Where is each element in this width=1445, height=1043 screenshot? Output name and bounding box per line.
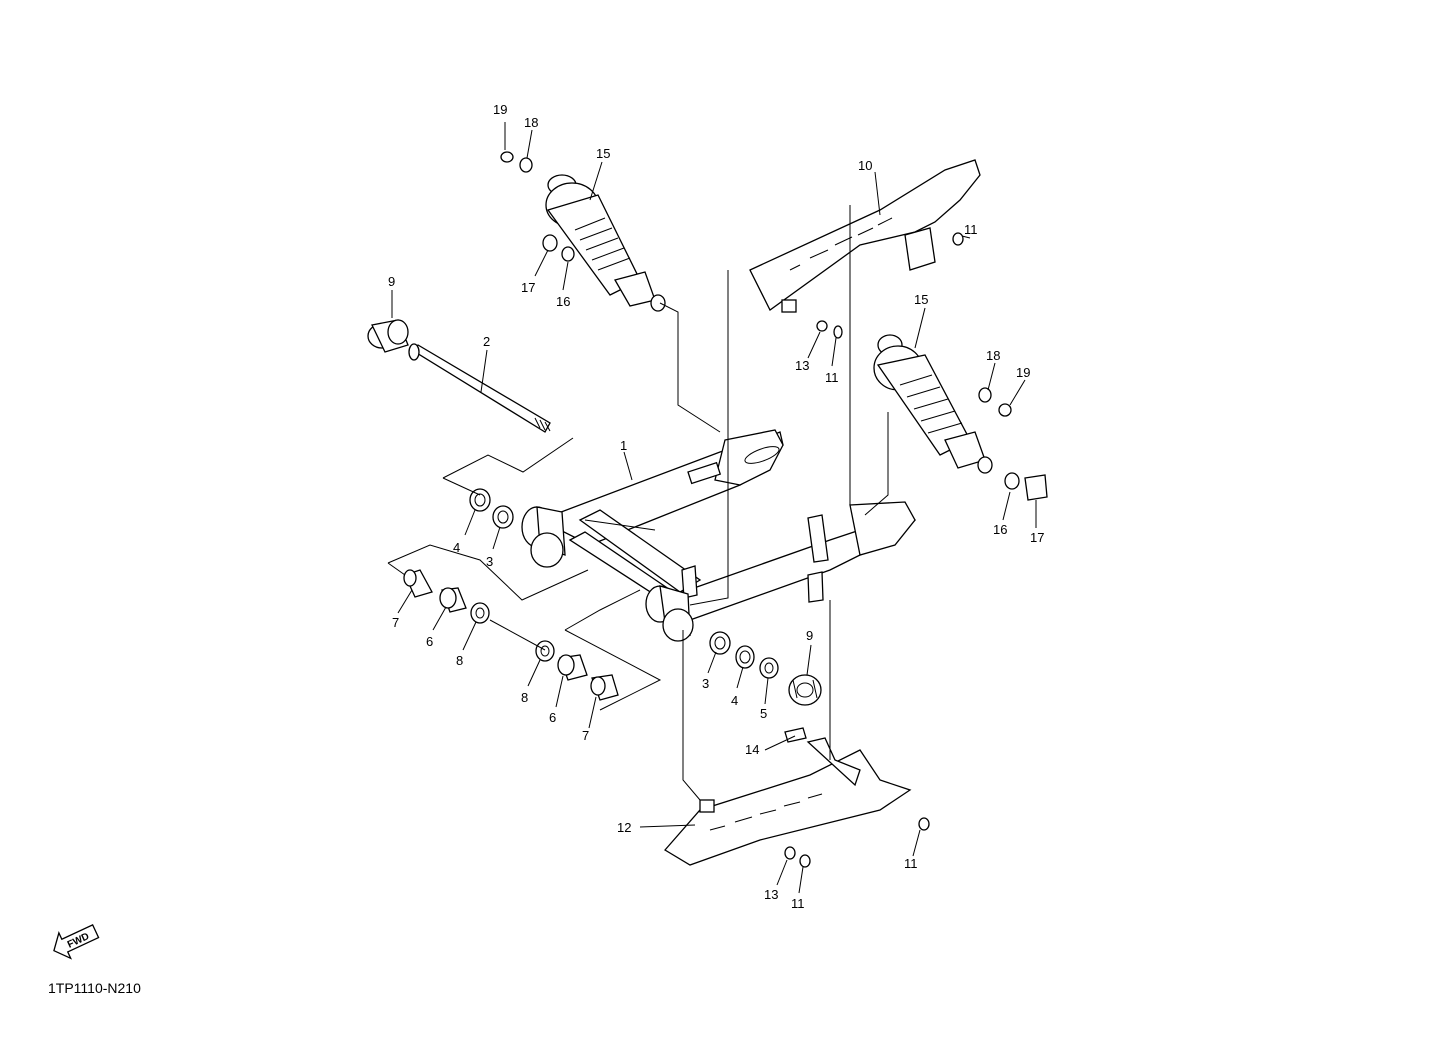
bushing-parts-right [709,631,779,679]
callout-13: 13 [764,887,778,902]
callout-18: 18 [986,348,1000,363]
callout-6: 6 [426,634,433,649]
callout-7: 7 [582,728,589,743]
callout-15: 15 [914,292,928,307]
pivot-nut-left [367,319,409,353]
callout-labels: 1 2 3 3 4 4 5 6 6 7 7 8 8 9 9 10 11 11 1… [388,102,1044,911]
bushing-parts-left [403,488,619,701]
callout-3: 3 [486,554,493,569]
callout-13: 13 [795,358,809,373]
callout-14: 14 [745,742,759,757]
fwd-badge-text: FWD [66,931,91,951]
callout-18: 18 [524,115,538,130]
callout-8: 8 [456,653,463,668]
diagram-code: 1TP1110-N210 [48,980,141,996]
callout-11: 11 [825,370,839,385]
callout-4: 4 [731,693,738,708]
callout-15: 15 [596,146,610,161]
rear-shock-left [500,151,666,312]
callout-9: 9 [388,274,395,289]
callout-19: 19 [1016,365,1030,380]
pivot-shaft [408,343,551,433]
leader-lines [391,122,1037,894]
callout-11: 11 [964,222,978,237]
callout-16: 16 [556,294,570,309]
callout-9: 9 [806,628,813,643]
callout-11: 11 [904,856,918,871]
swingarm [521,429,916,642]
callout-6: 6 [549,710,556,725]
callout-3: 3 [702,676,709,691]
callout-8: 8 [521,690,528,705]
callout-17: 17 [521,280,535,295]
pivot-nut-right [788,674,822,706]
callout-5: 5 [760,706,767,721]
callout-2: 2 [483,334,490,349]
forward-arrow-icon: FWD [53,924,100,960]
callout-4: 4 [453,540,460,555]
callout-1: 1 [620,438,627,453]
chain-guard-lower [663,727,930,868]
chain-guard-upper [749,159,981,339]
callout-10: 10 [858,158,872,173]
callout-19: 19 [493,102,507,117]
assembly-lines [387,205,889,801]
callout-11: 11 [791,896,805,911]
callout-7: 7 [392,615,399,630]
callout-12: 12 [617,820,631,835]
callout-16: 16 [993,522,1007,537]
callout-17: 17 [1030,530,1044,545]
rear-shock-right [873,334,1048,501]
